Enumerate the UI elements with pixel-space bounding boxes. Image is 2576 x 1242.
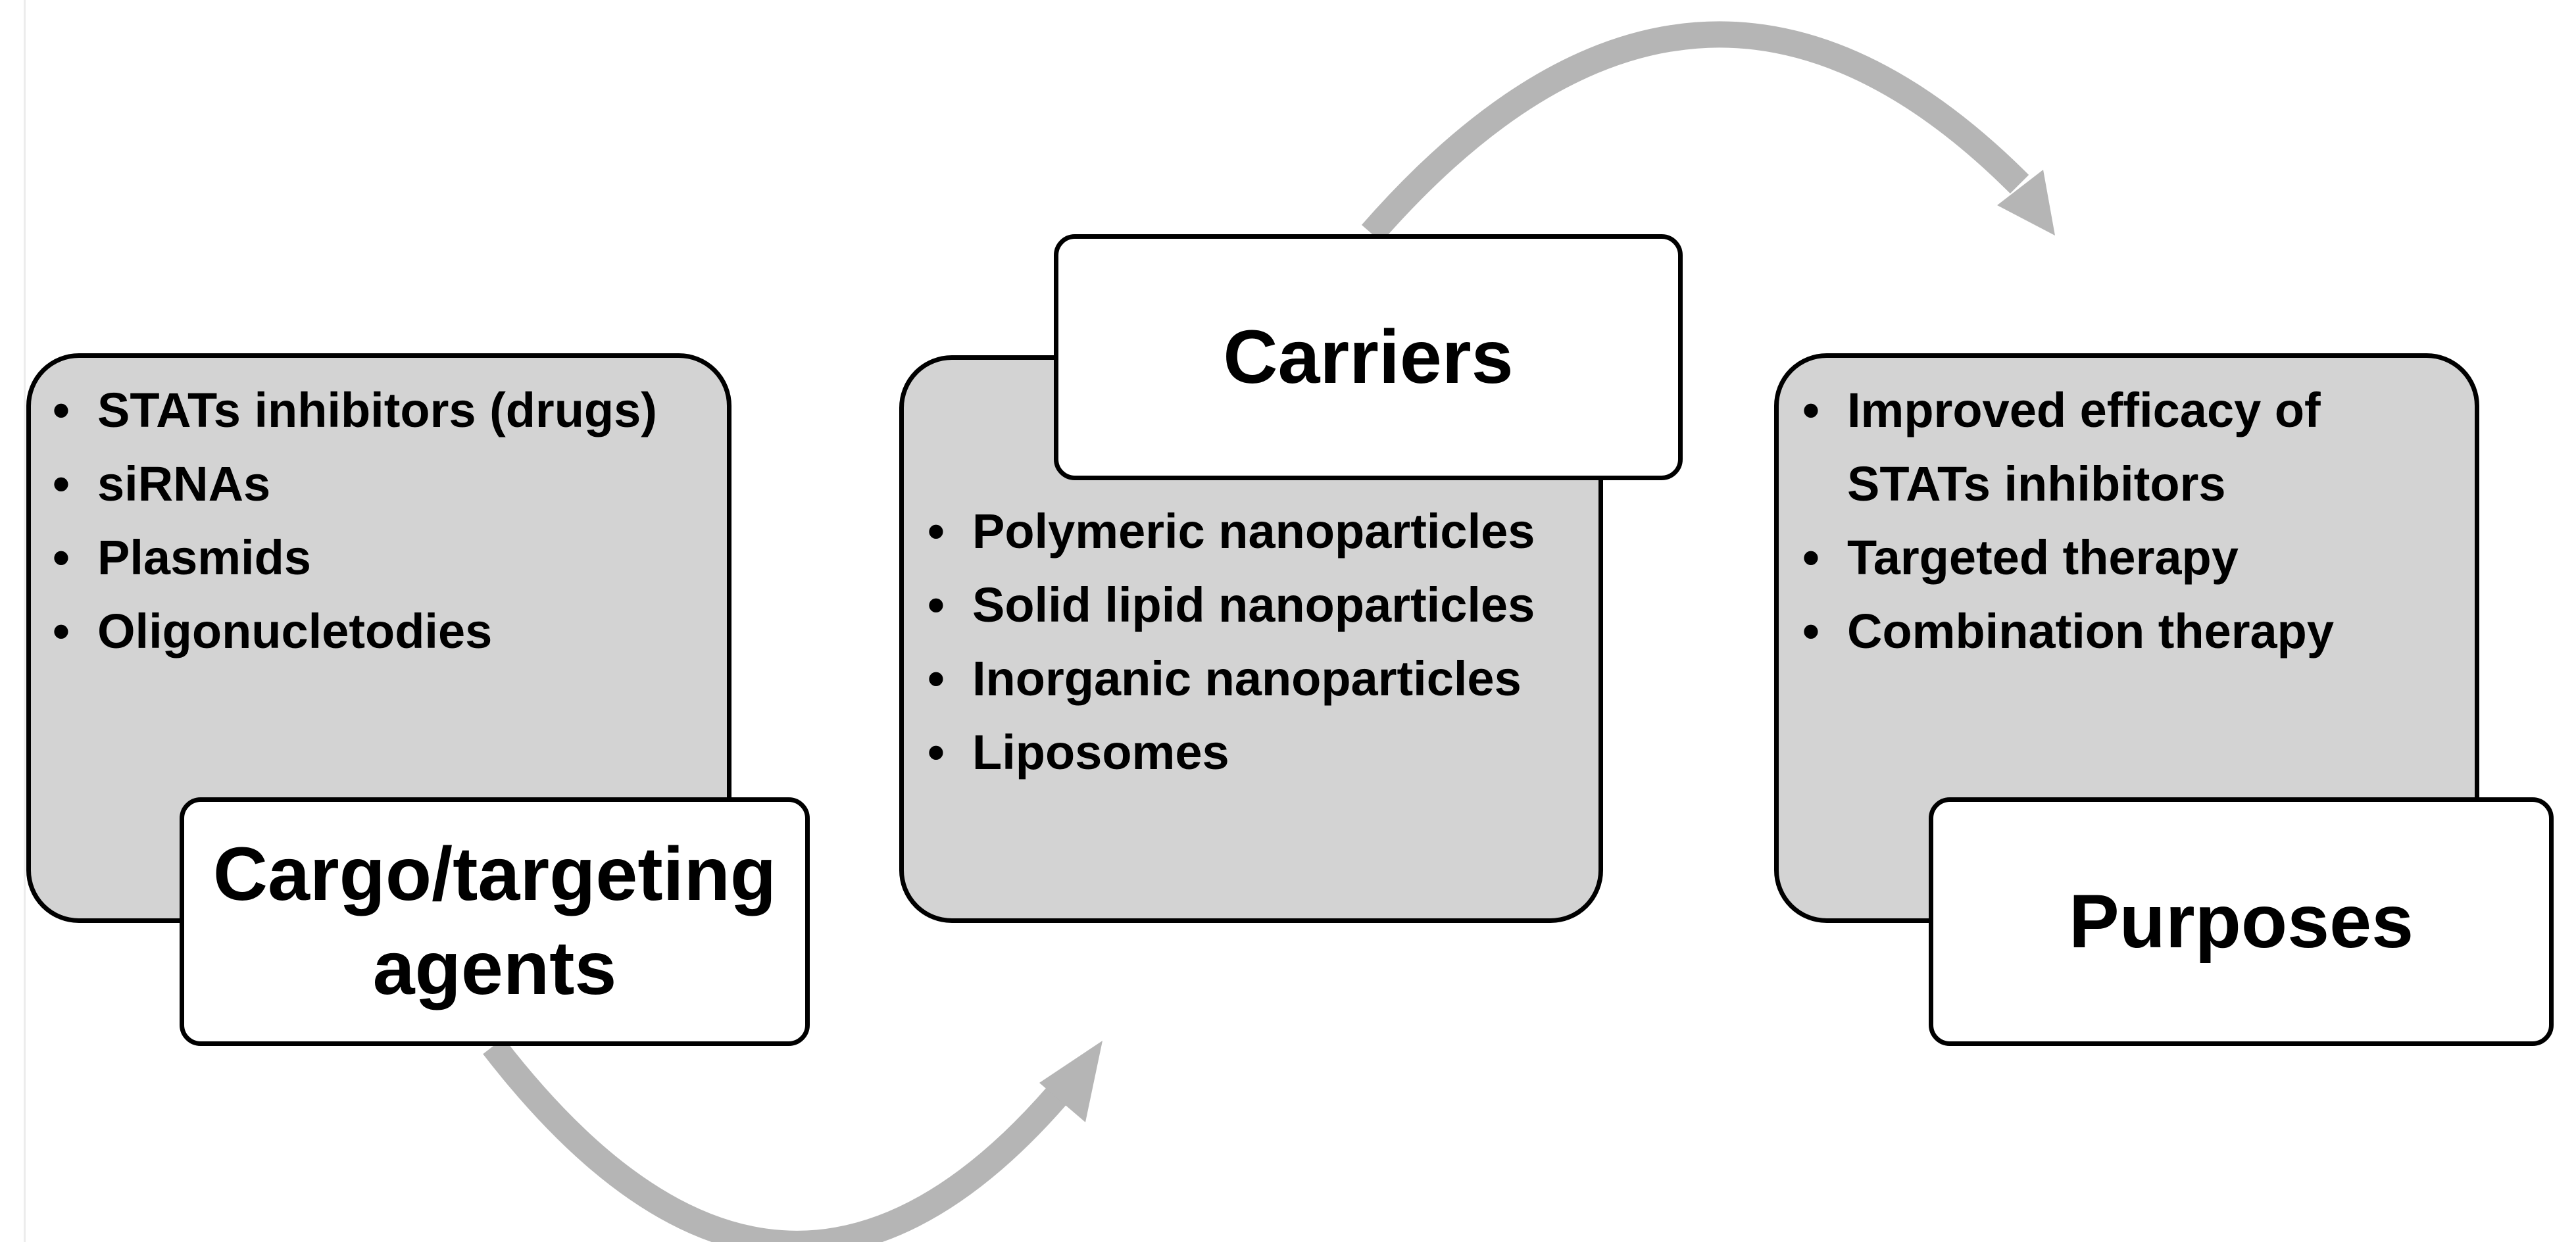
arrow-carriers-to-purposes [1361, 21, 2029, 243]
cargo-label: Cargo/targeting agents [180, 797, 810, 1046]
purposes-items-list: Improved efficacy of STATs inhibitors Ta… [1802, 374, 2434, 668]
arrow-carriers-to-purposes-head [1997, 170, 2055, 236]
list-item: Liposomes [928, 716, 1592, 789]
cargo-items-list: STATs inhibitors (drugs) siRNAs Plasmids… [53, 374, 717, 668]
list-item: Oligonucletodies [53, 595, 717, 668]
list-item: Improved efficacy of STATs inhibitors [1802, 374, 2434, 521]
list-item: Plasmids [53, 521, 717, 595]
carriers-label: Carriers [1054, 234, 1683, 480]
list-item: Targeted therapy [1802, 521, 2434, 595]
list-item: Combination therapy [1802, 595, 2434, 668]
image-left-edge [24, 0, 26, 1242]
list-item: siRNAs [53, 447, 717, 521]
arrow-cargo-to-carriers [483, 1037, 1076, 1242]
list-item: STATs inhibitors (drugs) [53, 374, 717, 447]
list-item: Solid lipid nanoparticles [928, 568, 1592, 642]
list-item: Inorganic nanoparticles [928, 642, 1592, 716]
purposes-label: Purposes [1929, 797, 2554, 1046]
list-item: Polymeric nanoparticles [928, 495, 1592, 568]
carriers-items-list: Polymeric nanoparticles Solid lipid nano… [928, 495, 1592, 789]
arrow-cargo-to-carriers-head [1039, 1041, 1102, 1122]
